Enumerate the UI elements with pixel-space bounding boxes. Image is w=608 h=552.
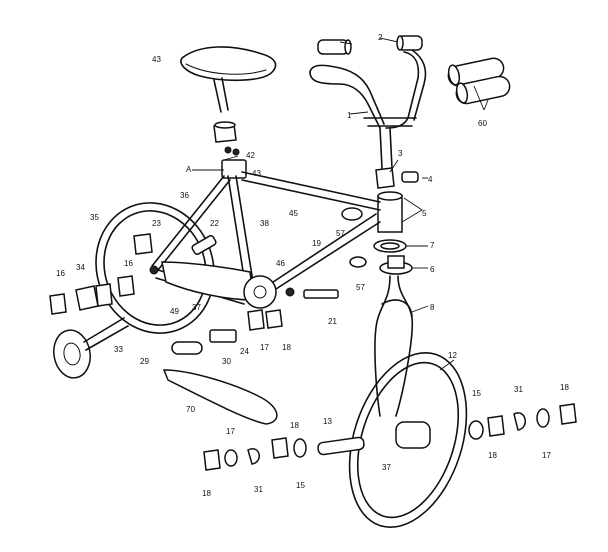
label-15b: 15 xyxy=(296,481,305,490)
label-45: 45 xyxy=(289,209,298,218)
crank-sprocket xyxy=(243,275,295,309)
label-24: 24 xyxy=(240,347,249,356)
label-37b: 37 xyxy=(382,463,391,472)
label-18a: 18 xyxy=(282,343,291,352)
label-31a: 31 xyxy=(514,385,523,394)
label-4: 4 xyxy=(428,175,433,184)
label-12: 12 xyxy=(448,351,457,360)
label-17b: 17 xyxy=(226,427,235,436)
seat xyxy=(180,46,277,82)
label-7: 7 xyxy=(430,241,435,250)
label-18b: 18 xyxy=(560,383,569,392)
stem-parts xyxy=(341,167,419,275)
label-23: 23 xyxy=(152,219,161,228)
front-wheel xyxy=(348,351,468,529)
label-30: 30 xyxy=(222,357,231,366)
label-17a: 17 xyxy=(260,343,269,352)
seat-clamp-42 xyxy=(213,121,240,156)
label-16a: 16 xyxy=(56,269,65,278)
label-2: 2 xyxy=(378,33,383,42)
label-13: 13 xyxy=(323,417,332,426)
label-31b: 31 xyxy=(254,485,263,494)
label-16b: 16 xyxy=(124,259,133,268)
leader-lines xyxy=(192,37,489,371)
label-22: 22 xyxy=(210,219,219,228)
hardware-parts xyxy=(49,233,577,471)
label-6: 6 xyxy=(430,265,435,274)
label-42: 42 xyxy=(246,151,255,160)
label-21: 21 xyxy=(328,317,337,326)
label-43b: 43 xyxy=(252,169,261,178)
handlebar xyxy=(309,49,427,169)
handlebar-grips-2 xyxy=(317,35,423,55)
front-axle-13 xyxy=(317,421,431,456)
grips-60 xyxy=(447,57,511,105)
label-38: 38 xyxy=(260,219,269,228)
label-29: 29 xyxy=(140,357,149,366)
part-labels: 43 2 60 1 42 A 43 3 4 5 36 38 45 57 7 6 … xyxy=(56,33,569,498)
label-18d: 18 xyxy=(488,451,497,460)
label-57b: 57 xyxy=(356,283,365,292)
fork xyxy=(374,275,414,417)
label-1: 1 xyxy=(347,111,352,120)
label-60: 60 xyxy=(478,119,487,128)
label-57a: 57 xyxy=(336,229,345,238)
label-35: 35 xyxy=(90,213,99,222)
chain-guard xyxy=(161,261,255,301)
label-49: 49 xyxy=(170,307,179,316)
label-8: 8 xyxy=(430,303,435,312)
label-5: 5 xyxy=(422,209,427,218)
label-17c: 17 xyxy=(542,451,551,460)
label-70: 70 xyxy=(186,405,195,414)
label-33: 33 xyxy=(114,345,123,354)
label-15a: 15 xyxy=(472,389,481,398)
training-wheels xyxy=(53,283,129,379)
label-19: 19 xyxy=(312,239,321,248)
chain-guard-70 xyxy=(162,369,278,425)
seat-post xyxy=(213,77,229,113)
label-36: 36 xyxy=(180,191,189,200)
label-43a: 43 xyxy=(152,55,161,64)
label-18e: 18 xyxy=(202,489,211,498)
label-3: 3 xyxy=(398,149,403,158)
label-34: 34 xyxy=(76,263,85,272)
label-18c: 18 xyxy=(290,421,299,430)
label-37a: 37 xyxy=(192,303,201,312)
label-46: 46 xyxy=(276,259,285,268)
label-A: A xyxy=(186,165,192,174)
